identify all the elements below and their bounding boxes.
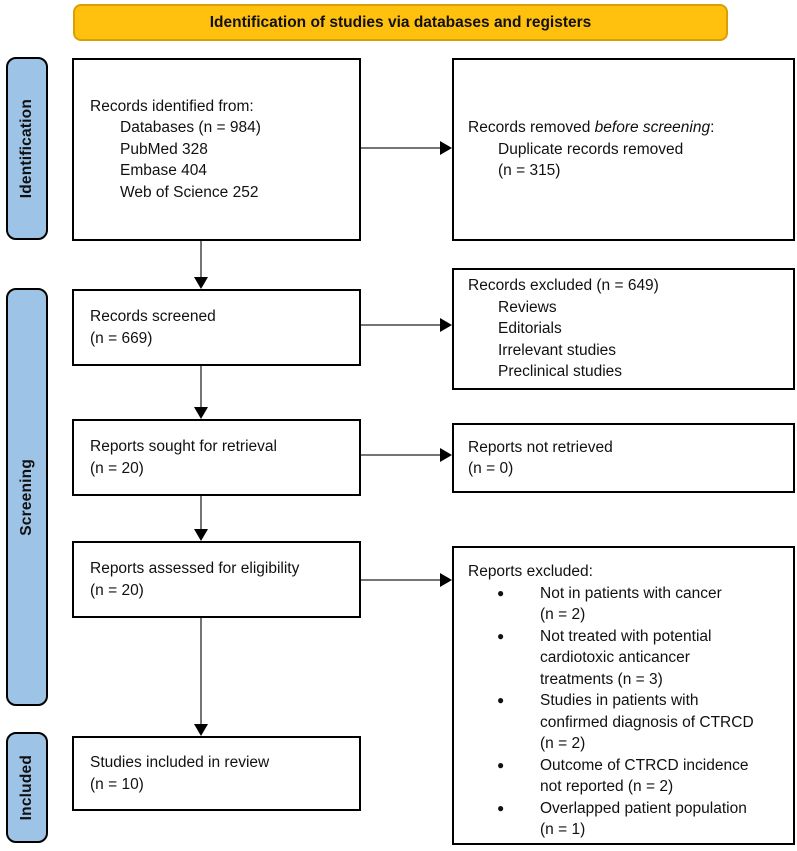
records-removed-title-emphasis: before screening bbox=[594, 119, 711, 137]
header-banner: Identification of studies via databases … bbox=[73, 4, 728, 41]
records-identified-title: Records identified from: bbox=[90, 97, 254, 115]
reports-excluded-title: Reports excluded: bbox=[468, 563, 593, 580]
stage-identification-label: Identification bbox=[18, 98, 35, 199]
arrow-right-assessed-to-excluded bbox=[361, 573, 452, 587]
arrow-down-assessed-to-included bbox=[194, 618, 208, 736]
reports-sought-line: (n = 20) bbox=[90, 459, 144, 477]
reports-excluded-item: ● Overlapped patient population(n = 1) bbox=[468, 798, 785, 841]
records-identified-line: PubMed 328 bbox=[120, 140, 208, 158]
reports-not-retrieved-box: Reports not retrieved (n = 0) bbox=[452, 423, 795, 493]
bullet-icon: ● bbox=[497, 693, 505, 707]
arrow-head-icon bbox=[194, 529, 208, 541]
bullet-icon: ● bbox=[497, 757, 505, 772]
arrow-down-identified-to-screened bbox=[194, 241, 208, 289]
stage-screening: Screening bbox=[6, 288, 48, 706]
arrow-head-icon bbox=[194, 277, 208, 289]
records-removed-title-suffix: : bbox=[710, 119, 715, 137]
reports-sought-line: Reports sought for retrieval bbox=[90, 438, 277, 455]
arrow-head-icon bbox=[440, 573, 452, 587]
bullet-icon: ● bbox=[497, 585, 505, 600]
studies-included-line: Studies included in review bbox=[90, 754, 270, 771]
records-excluded-line: Irrelevant studies bbox=[498, 341, 617, 359]
records-removed-title-prefix: Records removed bbox=[468, 119, 595, 137]
arrow-right-screened-to-excluded bbox=[361, 318, 452, 332]
reports-sought-box: Reports sought for retrieval (n = 20) bbox=[72, 419, 361, 496]
records-screened-line: (n = 669) bbox=[90, 329, 153, 347]
records-identified-line: Databases (n = 984) bbox=[120, 119, 261, 137]
arrow-head-icon bbox=[194, 407, 208, 419]
reports-assessed-box: Reports assessed for eligibility (n = 20… bbox=[72, 541, 361, 618]
stage-included-label: Included bbox=[18, 754, 35, 821]
arrow-head-icon bbox=[194, 724, 208, 736]
reports-assessed-line: (n = 20) bbox=[90, 581, 144, 599]
arrow-head-icon bbox=[440, 141, 452, 155]
arrow-right-identified-to-removed bbox=[361, 141, 452, 155]
reports-excluded-item: ● Not in patients with cancer(n = 2) bbox=[468, 583, 785, 626]
records-excluded-box: Records excluded (n = 649) Reviews Edito… bbox=[452, 268, 795, 390]
arrow-head-icon bbox=[440, 318, 452, 332]
arrow-down-sought-to-assessed bbox=[194, 496, 208, 541]
records-identified-line: Embase 404 bbox=[120, 162, 208, 180]
records-excluded-title: Records excluded (n = 649) bbox=[468, 277, 659, 295]
records-excluded-line: Editorials bbox=[498, 320, 562, 338]
bullet-icon: ● bbox=[497, 628, 505, 643]
arrow-head-icon bbox=[440, 448, 452, 462]
reports-excluded-box: Reports excluded: ● Not in patients with… bbox=[452, 546, 795, 845]
records-removed-title: Records removed before screening: bbox=[468, 117, 785, 139]
records-identified-line: Web of Science 252 bbox=[120, 183, 259, 201]
records-identified-box: Records identified from: Databases (n = … bbox=[72, 58, 361, 241]
arrow-right-sought-to-notretrieved bbox=[361, 448, 452, 462]
stage-identification: Identification bbox=[6, 57, 48, 240]
records-removed-box: Records removed before screening: Duplic… bbox=[452, 58, 795, 241]
arrow-down-screened-to-sought bbox=[194, 366, 208, 419]
records-excluded-line: Reviews bbox=[498, 298, 557, 316]
studies-included-line: (n = 10) bbox=[90, 775, 144, 793]
bullet-icon: ● bbox=[497, 800, 505, 815]
reports-not-retrieved-line: Reports not retrieved bbox=[468, 438, 613, 456]
stage-screening-label: Screening bbox=[18, 458, 35, 536]
records-excluded-line: Preclinical studies bbox=[498, 363, 623, 381]
header-title: Identification of studies via databases … bbox=[209, 13, 592, 31]
reports-not-retrieved-line: (n = 0) bbox=[468, 460, 514, 477]
records-removed-line: (n = 315) bbox=[498, 162, 561, 180]
records-screened-line: Records screened bbox=[90, 308, 216, 325]
records-screened-box: Records screened (n = 669) bbox=[72, 289, 361, 366]
reports-assessed-line: Reports assessed for eligibility bbox=[90, 560, 300, 577]
studies-included-box: Studies included in review (n = 10) bbox=[72, 736, 361, 811]
records-removed-line: Duplicate records removed bbox=[498, 140, 684, 158]
stage-included: Included bbox=[6, 732, 48, 843]
